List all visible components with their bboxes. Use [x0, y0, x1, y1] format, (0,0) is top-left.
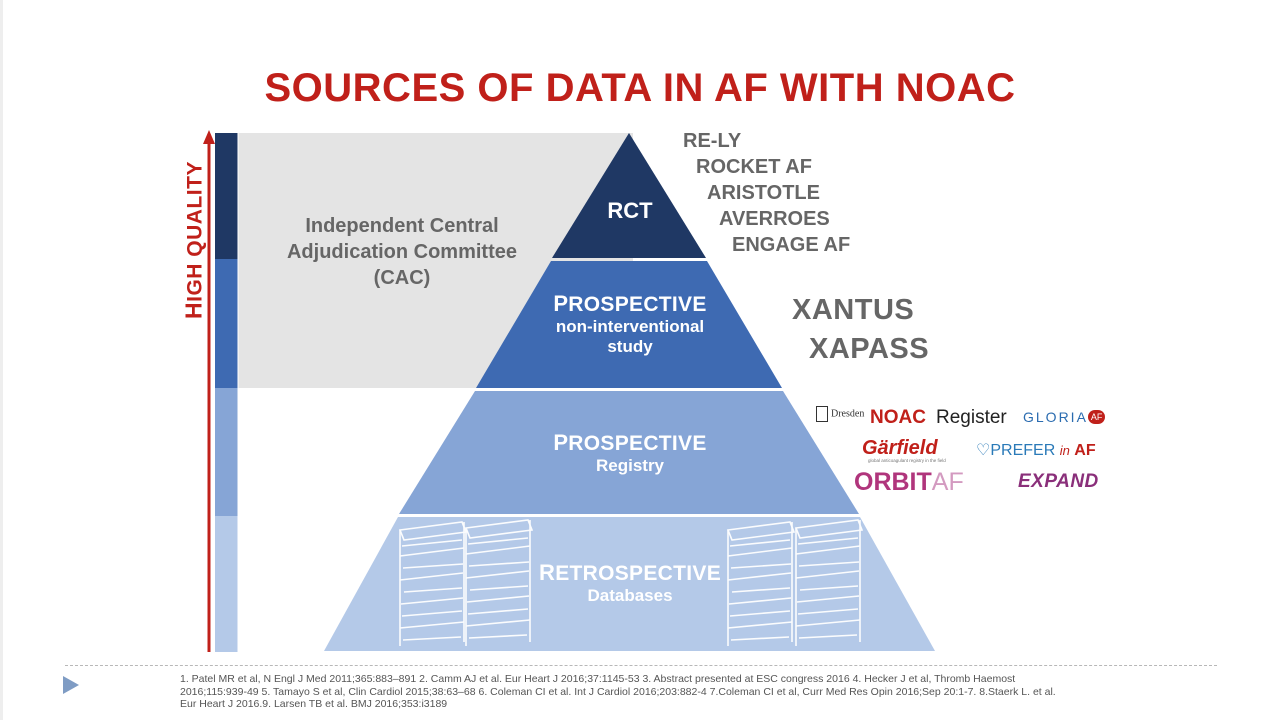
high-quality-axis-label: HIGH QUALITY: [180, 161, 207, 319]
trial-aristotle: ARISTOTLE: [707, 182, 820, 204]
reference-line-2: 2016;115:939-49 5. Tamayo S et al, Clin …: [180, 685, 1056, 698]
tier-prospective-registry-shape: [399, 391, 859, 514]
tier-retrospective-label: RETROSPECTIVE Databases: [539, 560, 721, 605]
tier-prospective-study-label: PROSPECTIVE non-interventional study: [553, 291, 707, 356]
register-logo-text: Register: [936, 407, 1007, 428]
gloria-af-badge: AF: [1087, 410, 1106, 424]
quality-bar-retrospective: [215, 516, 238, 652]
trial-averroes: AVERROES: [719, 208, 830, 230]
quality-arrow-head: [203, 130, 215, 144]
slide-title: SOURCES OF DATA IN AF WITH NOAC: [264, 66, 1016, 110]
tier-retrospective-shape: [324, 517, 935, 651]
quality-bar-prospective-registry: [215, 388, 238, 516]
dresden-crest-icon: [816, 406, 828, 422]
tier-prospective-registry-label: PROSPECTIVE Registry: [553, 430, 707, 475]
play-arrow-icon[interactable]: [63, 676, 79, 694]
slide-left-edge: [0, 0, 3, 720]
heart-icon: ♡: [976, 442, 991, 459]
quality-bar-prospective-study: [215, 259, 238, 388]
orbit-af-logo: ORBITAF: [854, 468, 964, 496]
reference-line-1: 1. Patel MR et al, N Engl J Med 2011;365…: [180, 673, 1016, 685]
cac-label: Independent Central Adjudication Committ…: [262, 213, 542, 291]
dresden-logo: Dresden: [816, 406, 864, 422]
tier-rct-shape: [552, 133, 706, 258]
trial-re-ly: RE-LY: [683, 130, 742, 152]
references: 1. Patel MR et al, N Engl J Med 2011;365…: [180, 673, 1120, 711]
expand-logo: EXPAND: [1018, 471, 1099, 492]
paper-stacks-icon: [398, 519, 864, 646]
garfield-subtitle: global anticoagulant registry in the fie…: [868, 458, 946, 463]
footer-divider: [65, 665, 1217, 666]
study-xapass: XAPASS: [809, 333, 930, 365]
tier-prospective-study-shape: [476, 261, 782, 388]
trial-rocket-af: ROCKET AF: [696, 156, 812, 178]
cac-line-2: Adjudication Committee: [286, 241, 517, 263]
tier-rct-label: RCT: [607, 198, 653, 223]
garfield-logo: Gärfield: [862, 437, 938, 459]
quality-bar-rct: [215, 133, 238, 259]
reference-line-3: Eur Heart J 2016.9. Larsen TB et al. BMJ…: [180, 698, 448, 710]
trial-engage-af: ENGAGE AF: [732, 234, 851, 256]
cac-line-3: (CAC): [373, 267, 431, 289]
study-xantus: XANTUS: [792, 294, 915, 326]
prefer-logo: ♡PREFER in AF: [976, 442, 1096, 459]
cac-line-1: Independent Central: [305, 215, 499, 237]
noac-logo: NOAC: [870, 407, 926, 428]
